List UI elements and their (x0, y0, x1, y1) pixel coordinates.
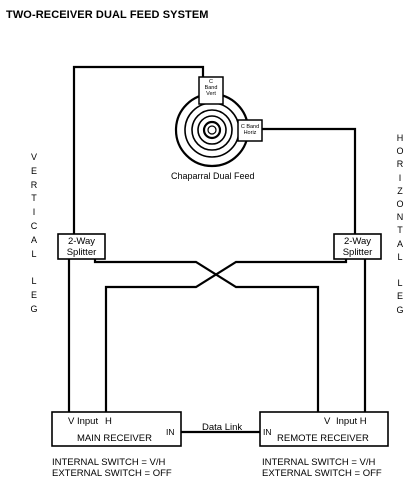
vertical-leg-letter: L (31, 248, 37, 259)
main-receiver-label: MAIN RECEIVER (77, 433, 152, 444)
horizontal-leg-letter: I (398, 172, 402, 183)
vertical-leg-letter: E (30, 289, 37, 300)
main-switch-settings: INTERNAL SWITCH = V/H EXTERNAL SWITCH = … (52, 457, 172, 479)
diagram-title: TWO-RECEIVER DUAL FEED SYSTEM (6, 9, 209, 21)
feed-vert-port-label: C Band Vert (199, 79, 223, 97)
main-v-input-label: V Input (68, 416, 99, 427)
horizontal-leg-letter: R (396, 159, 404, 170)
vertical-leg-letter: R (30, 179, 38, 190)
horizontal-leg-label: H O R I Z O N T A L L E G (394, 132, 406, 317)
horizontal-leg-letter: G (396, 304, 404, 315)
remote-receiver-box (259, 411, 389, 447)
horizontal-leg-letter: O (396, 146, 404, 157)
feed-vert-port (198, 76, 224, 105)
right-splitter (333, 233, 382, 260)
feed-vert-port-label-line: C (209, 79, 213, 85)
horizontal-leg-cable (260, 127, 357, 236)
horizontal-leg-letter: Z (397, 185, 403, 196)
vertical-leg-letter (28, 261, 40, 275)
horizontal-leg-letter: O (396, 199, 404, 210)
remote-receiver-label: REMOTE RECEIVER (277, 433, 369, 444)
feed-horiz-port-label-line: C Band (240, 124, 260, 130)
remote-v-label: V (324, 416, 331, 427)
left-splitter-label: 2-Way Splitter (58, 236, 105, 258)
left-splitter-label-line: Splitter (66, 247, 97, 258)
vertical-leg-letter: C (30, 220, 38, 231)
main-receiver-box (51, 411, 182, 447)
feed-horiz-port-label: C Band Horiz (238, 124, 262, 136)
horizontal-leg-letter: T (397, 225, 403, 236)
main-external-switch: EXTERNAL SWITCH = OFF (52, 468, 172, 479)
right-splitter-label: 2-Way Splitter (334, 236, 381, 258)
feed-horiz-port-label-line: Horiz (243, 130, 257, 136)
vertical-leg-cable (72, 65, 205, 236)
vertical-leg-letter: A (30, 234, 37, 245)
horizontal-leg-letter (394, 264, 406, 277)
vertical-leg-letter: I (32, 207, 36, 218)
horizontal-leg-letter: L (397, 251, 403, 262)
main-in-label: IN (166, 427, 175, 437)
cross-cable-right-to-main (104, 257, 348, 414)
vertical-leg-letter: E (30, 165, 37, 176)
vertical-leg-letter: G (30, 303, 38, 314)
remote-input-h-label: Input H (336, 416, 367, 427)
remote-external-switch: EXTERNAL SWITCH = OFF (262, 468, 382, 479)
right-splitter-label-line: 2-Way (343, 236, 372, 247)
vertical-leg-letter: V (30, 152, 37, 162)
remote-in-label: IN (263, 427, 272, 437)
vertical-leg-label: V E R T I C A L L E G (28, 151, 40, 317)
feed-vert-port-label-line: Vert (206, 91, 216, 97)
horizontal-leg-letter: L (397, 278, 403, 289)
remote-switch-settings: INTERNAL SWITCH = V/H EXTERNAL SWITCH = … (262, 457, 382, 479)
horizontal-leg-letter: H (396, 133, 404, 143)
remote-internal-switch: INTERNAL SWITCH = V/H (262, 457, 376, 468)
vertical-leg-letter: T (31, 193, 37, 204)
feed-horiz-port (237, 119, 263, 142)
feed-vert-port-label-line: Band (204, 85, 218, 91)
horizontal-leg-letter: N (396, 212, 404, 223)
horizontal-leg-letter: A (396, 238, 403, 249)
left-splitter (57, 233, 106, 260)
data-link-label: Data Link (202, 422, 243, 433)
main-h-label: H (105, 416, 112, 427)
main-internal-switch: INTERNAL SWITCH = V/H (52, 457, 166, 468)
left-splitter-label-line: 2-Way (67, 236, 96, 247)
horizontal-leg-letter: E (396, 291, 403, 302)
vertical-leg-letter: L (31, 276, 37, 287)
cross-cable-left-to-remote (93, 257, 320, 414)
feed-caption: Chaparral Dual Feed (171, 171, 255, 181)
right-splitter-label-line: Splitter (342, 247, 373, 258)
